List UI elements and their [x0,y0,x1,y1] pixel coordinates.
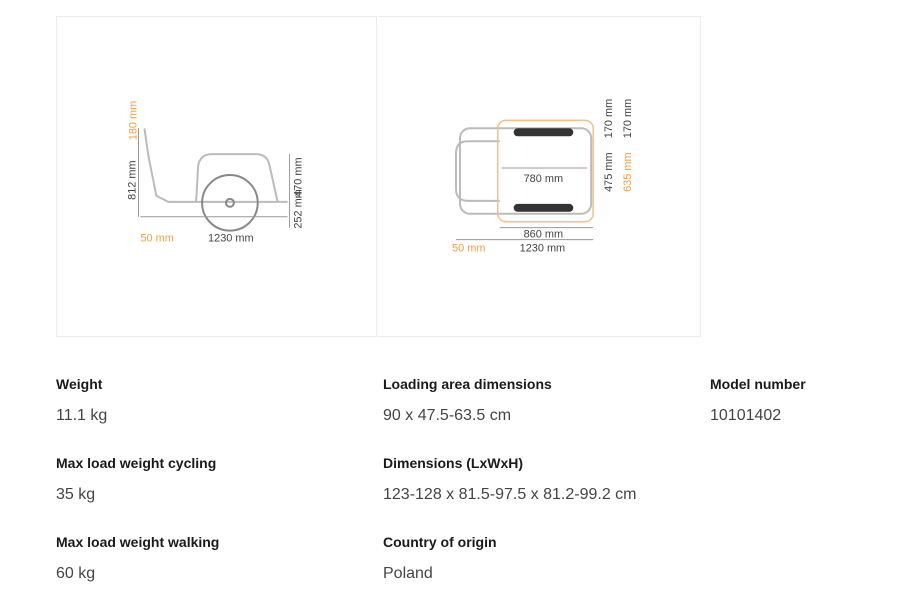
spec-label: Loading area dimensions [383,376,552,392]
spec-country-of-origin: Country of origin Poland [383,532,683,584]
dim-475: 475 mm [603,152,615,191]
spec-model-number: Model number 10101402 [710,374,890,426]
spec-label: Max load weight walking [56,534,220,550]
dim-860: 860 mm [524,229,563,241]
spec-value: 123-128 x 81.5-97.5 x 81.2-99.2 cm [383,486,637,503]
dim-180: 180 mm [128,101,140,140]
dim-1230: 1230 mm [520,243,566,255]
dim-635: 635 mm [622,152,634,191]
dim-1230: 1230 mm [208,233,254,245]
spec-value: 60 kg [56,565,96,582]
spec-label: Dimensions (LxWxH) [383,455,524,471]
dim-780: 780 mm [524,173,563,185]
dim-170-b: 170 mm [622,99,634,138]
spec-max-load-walking: Max load weight walking 60 kg [56,532,356,584]
spec-dimensions: Dimensions (LxWxH) 123-128 x 81.5-97.5 x… [383,453,683,505]
side-view-diagram: 180 mm 812 mm 470 mm 252 mm 50 mm 1230 m… [56,16,377,337]
spec-value: 11.1 kg [56,407,108,424]
spec-max-load-cycling: Max load weight cycling 35 kg [56,453,356,505]
spec-label: Weight [56,376,103,392]
top-view-diagram: 170 mm 170 mm 475 mm 635 mm 780 mm 860 m… [378,16,701,337]
spec-value: 90 x 47.5-63.5 cm [383,407,512,424]
spec-label: Model number [710,376,806,392]
spec-value: Poland [383,565,433,582]
dim-470: 470 mm [292,157,304,196]
spec-loading-area: Loading area dimensions 90 x 47.5-63.5 c… [383,374,683,426]
spec-value: 35 kg [56,486,96,503]
dim-50: 50 mm [140,233,173,245]
dim-812: 812 mm [127,160,139,199]
dim-50: 50 mm [452,243,485,255]
dim-252: 252 mm [292,189,304,228]
spec-weight: Weight 11.1 kg [56,374,356,426]
spec-label: Max load weight cycling [56,455,217,471]
spec-value: 10101402 [710,407,782,424]
dim-170-a: 170 mm [603,99,615,138]
spec-label: Country of origin [383,534,497,550]
